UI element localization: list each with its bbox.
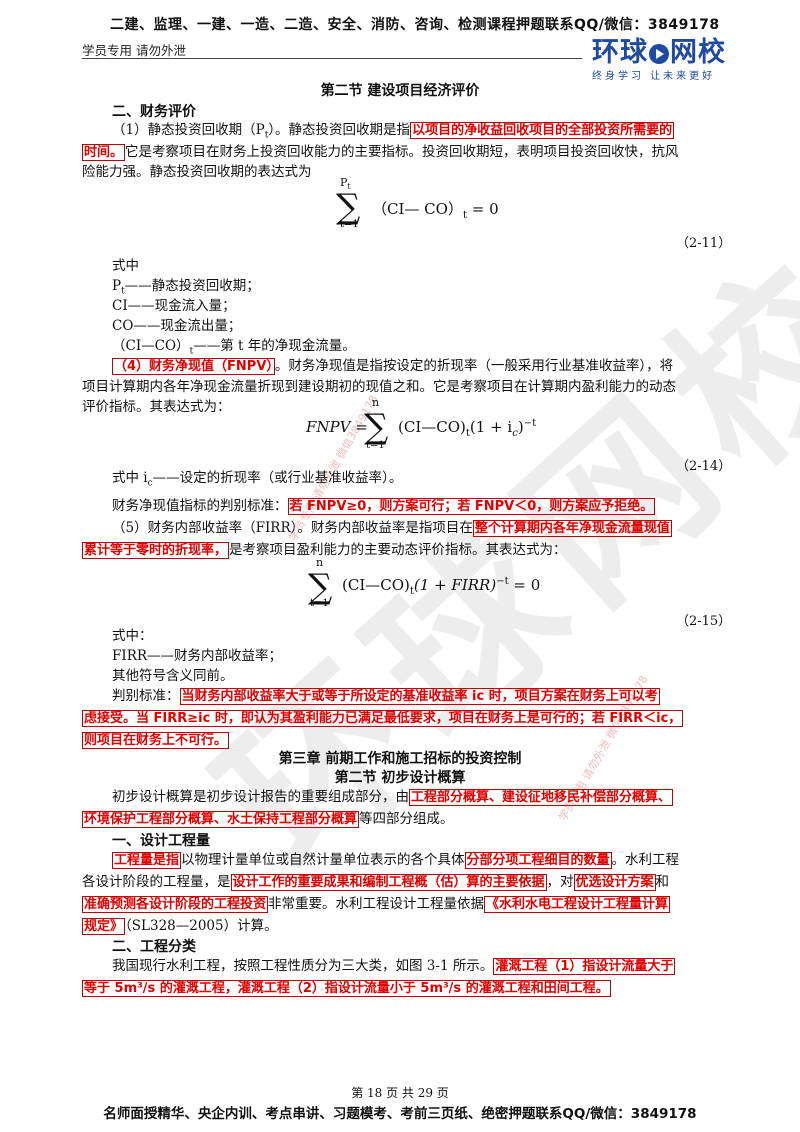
brand-tagline: 终身学习 让未来更好 [592, 71, 716, 82]
section-title: 第二节 建设项目经济评价 [320, 83, 480, 99]
sigma-symbol: ∑ [336, 187, 361, 227]
formula-lower: t=1 [340, 219, 359, 230]
formula-upper: Pt [340, 176, 351, 192]
paragraph-line: 我国现行水利工程，按照工程性质分为三大类，如图 3-1 所示。灌溉工程（1）指设… [112, 958, 676, 975]
where-title: 式中 [112, 258, 139, 274]
page-number: 第 18 页 共 29 页 [351, 1086, 449, 1100]
brand-logo: 环球网校 终身学习 让未来更好 [592, 30, 732, 82]
heading-finance: 二、财务评价 [112, 104, 196, 120]
equation-number: （2-14） [676, 459, 732, 474]
formula-lower: t=1 [366, 440, 385, 451]
paragraph-line: （1）静态投资回收期（Pt）。静态投资回收期是指以项目的净收益回收项目的全部投资… [112, 122, 675, 141]
formula-lhs: FNPV = [306, 418, 368, 436]
header-divider [82, 58, 582, 59]
paragraph-line: 财务净现值指标的判别标准：若 FNPV≥0，则方案可行；若 FNPV＜0，则方案… [112, 498, 656, 515]
where-line: 式中 ic——设定的折现率（或行业基准收益率）。 [112, 470, 403, 489]
paragraph-line: 评价指标。其表达式为： [82, 399, 231, 415]
header-promo: 二建、监理、一建、一造、二造、安全、消防、咨询、检测课程押题联系QQ/微信：38… [110, 17, 720, 33]
play-icon [649, 43, 669, 64]
heading-classification: 二、工程分类 [112, 939, 196, 955]
paragraph-line: 时间。它是考察项目在财务上投资回收能力的主要指标。投资回收期短，表明项目投资回收… [82, 144, 679, 161]
where-title: 式中： [112, 628, 153, 644]
where-line: FIRR——财务内部收益率； [112, 648, 283, 664]
paragraph-line: 工程量是指以物理计量单位或自然计量单位表示的各个具体分部分项工程细目的数量。水利… [112, 852, 680, 869]
paragraph-line: 准确预测各设计阶段的工程投资非常重要。水利工程设计工程量依据《水利水电工程设计工… [82, 896, 671, 913]
formula-body: （CI— CO）t = 0 [372, 200, 499, 221]
where-line: 其他符号含义同前。 [112, 668, 234, 684]
equation-number: （2-15） [676, 614, 732, 629]
paragraph-line: 各设计阶段的工程量，是设计工作的重要成果和编制工程概（估）算的主要依据，对优选设… [82, 874, 670, 891]
formula-upper: n [316, 556, 324, 569]
paragraph-line: 判别标准：当财务内部收益率大于或等于所设定的基准收益率 ic 时，项目方案在财务… [112, 688, 660, 705]
section-title: 第二节 初步设计概算 [334, 770, 466, 786]
paragraph-line: （4）财务净现值（FNPV）。财务净现值是指按设定的折现率（一般采用行业基准收益… [112, 358, 674, 375]
where-line: CO——现金流出量； [112, 318, 242, 334]
paragraph-line: 险能力强。静态投资回收期的表达式为 [82, 164, 312, 180]
paragraph-line: 环境保护工程部分概算、水土保持工程部分概算等四部分组成。 [82, 811, 454, 828]
paragraph-line: 等于 5m³/s 的灌溉工程，灌溉工程（2）指设计流量小于 5m³/s 的灌溉工… [82, 980, 611, 997]
heading-quantity: 一、设计工程量 [112, 833, 210, 849]
sigma-symbol: ∑ [364, 407, 389, 447]
where-line: （CI—CO）t——第 t 年的净现金流量。 [112, 338, 356, 357]
where-line: CI——现金流入量； [112, 298, 236, 314]
formula-body: (CI—CO)t(1 + FIRR)−t = 0 [342, 576, 541, 597]
paragraph-line: 规定》（SL328—2005）计算。 [82, 918, 278, 935]
footer-promo: 名师面授精华、央企内训、考点串讲、习题模考、考前三页纸、绝密押题联系QQ/微信：… [103, 1106, 697, 1122]
formula-lower: t=1 [310, 598, 329, 609]
sigma-symbol: ∑ [308, 567, 333, 607]
paragraph-line: （5）财务内部收益率（FIRR）。财务内部收益率是指项目在整个计算期内各年净现金… [112, 520, 672, 537]
paragraph-line: 虑接受。当 FIRR≥ic 时，即认为其盈利能力已满足最低要求，项目在财务上是可… [82, 710, 684, 727]
equation-number: （2-11） [676, 236, 732, 251]
paragraph-line: 则项目在财务上不可行。 [82, 732, 230, 749]
paragraph-line: 累计等于零时的折现率，是考察项目盈利能力的主要动态评价指标。其表达式为： [82, 542, 567, 559]
paragraph-line: 项目计算期内各年净现金流量折现到建设期初的现值之和。它是考察项目在计算期内盈利能… [82, 379, 676, 395]
header-note: 学员专用 请勿外泄 [82, 43, 186, 58]
paragraph-line: 初步设计概算是初步设计报告的重要组成部分，由工程部分概算、建设征地移民补偿部分概… [112, 789, 674, 806]
where-line: Pt——静态投资回收期； [112, 278, 260, 297]
formula-body: (CI—CO)t(1 + ic)−t [398, 418, 537, 439]
chapter-title: 第三章 前期工作和施工招标的投资控制 [278, 751, 522, 767]
formula-upper: n [372, 396, 380, 409]
